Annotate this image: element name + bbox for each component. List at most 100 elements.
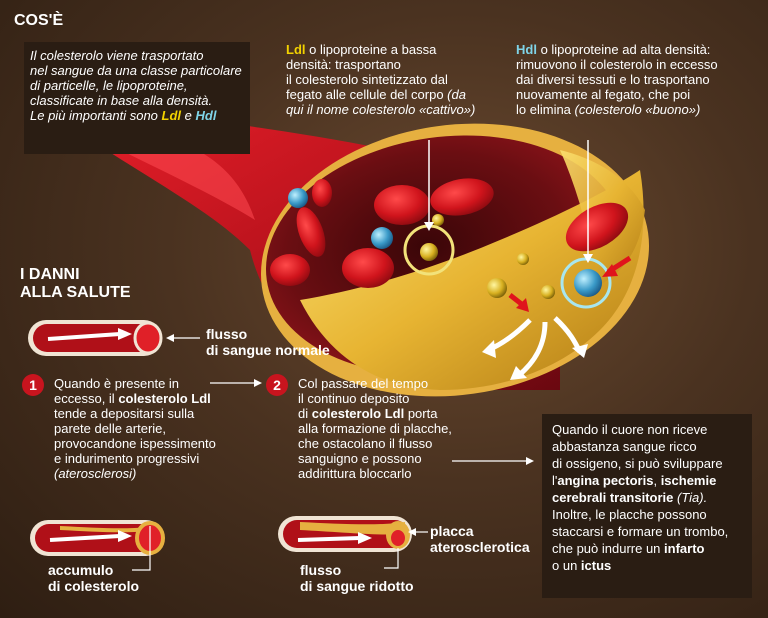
effects-line: abbastanza sangue ricco	[552, 439, 697, 454]
artery-diagram-normal	[28, 320, 200, 356]
step-line: addirittura bloccarlo	[298, 466, 412, 481]
step-number: 1	[29, 377, 37, 393]
hdl-line: Hdl o lipoproteine ad alta densità:	[516, 42, 718, 57]
step-line: che ostacolano il flusso	[298, 436, 433, 451]
intro-text-fragment: e	[181, 108, 196, 123]
step-line: e indurimento progressivi	[54, 451, 200, 466]
intro-line: nel sangue da una classe particolare	[30, 63, 242, 78]
hdl-text-fragment: o lipoproteine ad alta densità:	[536, 42, 711, 57]
effects-line: Quando il cuore non riceve	[552, 422, 708, 437]
artery-diagram-accumulation	[30, 520, 165, 571]
step-line: Quando è presente in	[54, 376, 180, 391]
intro-line: di particelle, le lipoproteine,	[30, 78, 188, 93]
step-2-text: Col passare del tempo il continuo deposi…	[298, 376, 452, 481]
step-text-fragment: porta	[404, 406, 438, 421]
step-line: sanguigno e possono	[298, 451, 422, 466]
ldl-line: fegato alle cellule del corpo (da	[286, 87, 475, 102]
hdl-text-fragment: (colesterolo «buono»)	[574, 102, 701, 117]
label-normal-flow: flusso di sangue normale	[206, 326, 330, 358]
section-title-danni: I DANNI ALLA SALUTE	[20, 266, 131, 302]
hdl-particle	[574, 269, 602, 297]
effects-text-fragment: che può indurre un	[552, 541, 665, 556]
ldl-text-fragment: (da	[447, 87, 466, 102]
intro-line: Il colesterolo viene trasportato	[30, 48, 204, 63]
red-blood-cell	[342, 248, 394, 288]
effect-connector-head	[526, 457, 534, 465]
intro-hdl-label: Hdl	[195, 108, 217, 123]
intro-ldl-label: Ldl	[161, 108, 182, 123]
effects-line: o un ictus	[552, 557, 728, 574]
red-blood-cell	[312, 179, 332, 207]
intro-text: Il colesterolo viene trasportato nel san…	[30, 48, 242, 123]
effects-text-fragment: l'	[552, 473, 558, 488]
hdl-line: dai diversi tessuti e lo trasportano	[516, 72, 710, 87]
ldl-name: Ldl	[286, 42, 306, 57]
hdl-line: rimuovono il colesterolo in eccesso	[516, 57, 718, 72]
hdl-particle	[371, 227, 393, 249]
step-text-fragment: colesterolo Ldl	[311, 406, 405, 421]
effects-line: di ossigeno, si può sviluppare	[552, 456, 723, 471]
step-line: parete delle arterie,	[54, 421, 167, 436]
label-line: di sangue normale	[206, 342, 330, 358]
red-blood-cell	[565, 202, 629, 252]
red-arrow-head	[516, 298, 529, 312]
effects-text-fragment: (Tia).	[673, 490, 708, 505]
label-line: accumulo	[48, 562, 114, 578]
label-line: placca	[430, 523, 474, 539]
effects-box	[542, 414, 752, 598]
ldl-line: il colesterolo sintetizzato dal	[286, 72, 448, 87]
intro-box	[24, 42, 250, 154]
effects-text-fragment: ischemie	[660, 473, 717, 488]
step-1-text: Quando è presente in eccesso, il coleste…	[54, 376, 216, 481]
label-line: aterosclerotica	[430, 539, 530, 555]
step-2-badge: 2	[266, 374, 288, 396]
white-curve-arrow-head	[482, 340, 496, 358]
hdl-description: Hdl o lipoproteine ad alta densità: rimu…	[516, 42, 718, 117]
ldl-particle	[487, 278, 507, 298]
ldl-line: Ldl o lipoproteine a bassa	[286, 42, 475, 57]
ldl-particle	[541, 285, 555, 299]
step-text-fragment: eccesso, il	[54, 391, 119, 406]
plaque-deposit	[300, 170, 644, 390]
hdl-pointer-arrow	[583, 254, 593, 263]
ldl-pointer-arrow	[424, 222, 434, 231]
step-text-fragment: di	[298, 406, 312, 421]
section-title-cos-e: COS'È	[14, 12, 63, 30]
ldl-particle	[420, 243, 438, 261]
ldl-particle	[432, 214, 444, 226]
white-curve-arrow	[516, 321, 548, 378]
section-title-line: I DANNI	[20, 266, 80, 283]
step-line: alla formazione di placche,	[298, 421, 452, 436]
ldl-description: Ldl o lipoproteine a bassa densità: tras…	[286, 42, 475, 117]
ldl-line: qui il nome colesterolo «cattivo»)	[286, 102, 476, 117]
white-curve-arrow-head	[572, 344, 588, 358]
step-text-fragment: colesterolo Ldl	[118, 391, 211, 406]
effects-text-fragment: ictus	[580, 558, 612, 573]
step-connector-head	[254, 379, 262, 387]
hdl-line: lo elimina (colesterolo «buono»)	[516, 102, 718, 117]
ldl-line: densità: trasportano	[286, 57, 401, 72]
label-line: di sangue ridotto	[300, 578, 414, 594]
white-curve-arrow-head	[510, 366, 527, 380]
label-line: di colesterolo	[48, 578, 140, 594]
effects-text-fragment: infarto	[664, 541, 705, 556]
step-line: eccesso, il colesterolo Ldl	[54, 391, 216, 406]
hdl-text-fragment: lo elimina	[516, 102, 575, 117]
label-plaque: placca aterosclerotica	[430, 523, 530, 555]
effects-line: che può indurre un infarto	[552, 540, 728, 557]
effects-text: Quando il cuore non riceve abbastanza sa…	[552, 421, 728, 574]
step-number: 2	[273, 377, 281, 393]
step-line: di colesterolo Ldl porta	[298, 406, 452, 421]
effects-line: l'angina pectoris, ischemie	[552, 472, 728, 489]
section-title-line: ALLA SALUTE	[20, 284, 131, 301]
step-line: Col passare del tempo	[298, 376, 429, 391]
label-accumulation: accumulo di colesterolo	[48, 562, 139, 594]
effects-text-fragment: o un	[552, 558, 581, 573]
red-blood-cell	[270, 254, 310, 286]
intro-text-fragment: Le più importanti sono	[30, 108, 162, 123]
effects-text-fragment: angina pectoris	[557, 473, 654, 488]
ldl-text-fragment: o lipoproteine a bassa	[305, 42, 437, 57]
artery-diagram-plaque	[278, 516, 428, 569]
section-title-text: COS'È	[14, 12, 64, 29]
